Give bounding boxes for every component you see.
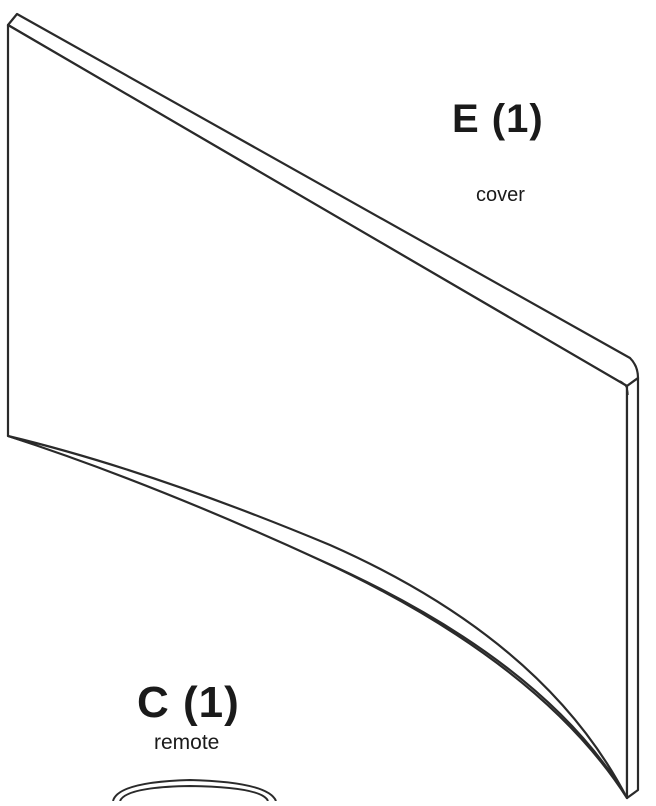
cover-part-name: cover [476,184,525,206]
cover-right-edge [625,376,640,800]
remote-part-code: C (1) [137,678,240,727]
remote-inner-outline [119,784,269,802]
cover-bottom-lip [6,434,629,800]
remote-outline [112,778,277,802]
cover-corner-bevel [619,380,629,396]
remote-part-name: remote [154,731,220,754]
cover-part-code: E (1) [452,97,544,141]
